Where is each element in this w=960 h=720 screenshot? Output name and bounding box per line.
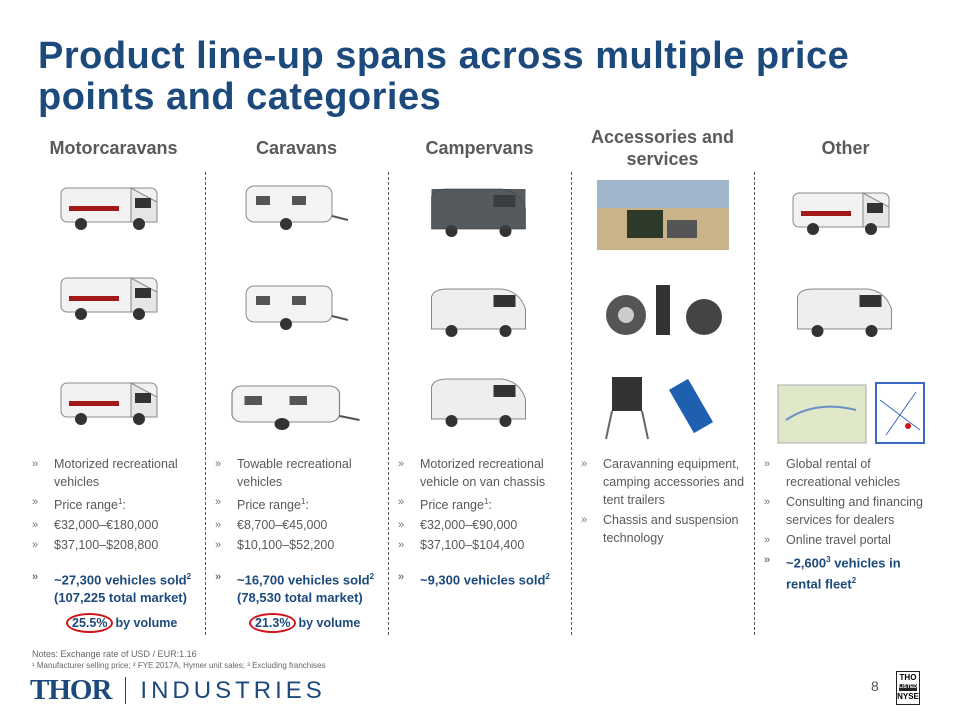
bullet: €32,000–€90,000 bbox=[398, 516, 563, 534]
campervan-image bbox=[430, 378, 526, 428]
page-number: 8 bbox=[871, 678, 879, 694]
column-divider bbox=[571, 172, 572, 635]
campervan-image bbox=[430, 188, 526, 238]
bullet: Caravanning equipment, camping accessori… bbox=[581, 455, 746, 509]
campervan-image bbox=[430, 288, 526, 338]
bullet: $37,100–$104,400 bbox=[398, 536, 563, 554]
column-caravans: Caravans Towable recreational vehicles P… bbox=[205, 120, 388, 635]
column-divider bbox=[388, 172, 389, 635]
bullet: $37,100–$208,800 bbox=[32, 536, 197, 554]
rental-motorhome-image bbox=[792, 192, 889, 236]
bullet: €32,000–€180,000 bbox=[32, 516, 197, 534]
bullet: Price range1: bbox=[215, 493, 380, 514]
column-header: Motorcaravans bbox=[49, 137, 178, 158]
bullet: Price range1: bbox=[398, 493, 563, 514]
bullet: Consulting and financing services for de… bbox=[764, 493, 929, 529]
bullet: €8,700–€45,000 bbox=[215, 516, 380, 534]
rental-van-image bbox=[796, 288, 892, 338]
share-circle: 21.3% bbox=[249, 613, 297, 634]
travel-portal-map-image bbox=[777, 382, 925, 444]
exchange-rate-note: Notes: Exchange rate of USD / EUR:1.16 bbox=[32, 649, 197, 659]
slide-title: Product line-up spans across multiple pr… bbox=[38, 35, 850, 118]
column-header: Other bbox=[821, 137, 870, 158]
motorhome-image bbox=[60, 187, 157, 231]
column-divider bbox=[754, 172, 755, 635]
highlight-bullet: ~16,700 vehicles sold2(78,530 total mark… bbox=[215, 568, 380, 607]
bullet: Chassis and suspension technology bbox=[581, 511, 746, 547]
camping-chair-image bbox=[604, 377, 713, 440]
highlight-bullet: ~9,300 vehicles sold2 bbox=[398, 568, 563, 589]
column-divider bbox=[205, 172, 206, 635]
column-other: Other Global rental of recreational vehi… bbox=[754, 120, 937, 635]
column-motorcaravans: Motorcaravans Motorized recreational veh… bbox=[22, 120, 205, 635]
footnote-definitions: ¹ Manufacturer selling price; ² FYE 2017… bbox=[32, 661, 326, 670]
market-share: 21.3%by volume bbox=[249, 613, 388, 634]
bullet: $10,100–$52,200 bbox=[215, 536, 380, 554]
bullet: Price range1: bbox=[32, 493, 197, 514]
share-circle: 25.5% bbox=[66, 613, 114, 634]
highlight-bullet: ~27,300 vehicles sold2(107,225 total mar… bbox=[32, 568, 197, 607]
bullet: Online travel portal bbox=[764, 531, 929, 549]
bullet: Global rental of recreational vehicles bbox=[764, 455, 929, 491]
bullet: Towable recreational vehicles bbox=[215, 455, 380, 491]
highlight-bullet: ~2,6003 vehicles in rental fleet2 bbox=[764, 551, 929, 594]
caravan-image bbox=[244, 185, 349, 231]
column-header: Accessories and services bbox=[590, 126, 735, 169]
tent-trailer-image bbox=[596, 180, 729, 250]
column-accessories: Accessories and services Caravanning equ… bbox=[571, 120, 754, 635]
footnotes: Notes: Exchange rate of USD / EUR:1.16 ¹… bbox=[32, 648, 325, 672]
column-header: Campervans bbox=[425, 137, 534, 158]
caravan-image bbox=[230, 384, 361, 432]
column-campervans: Campervans Motorized recreational vehicl… bbox=[388, 120, 571, 635]
column-header: Caravans bbox=[255, 137, 338, 158]
motorhome-alcove-image bbox=[60, 277, 157, 321]
chassis-parts-image bbox=[605, 285, 722, 335]
market-share: 25.5%by volume bbox=[66, 613, 205, 634]
bullet: Motorized recreational vehicle on van ch… bbox=[398, 455, 563, 491]
bullet: Motorized recreational vehicles bbox=[32, 455, 197, 491]
caravan-image bbox=[244, 285, 349, 331]
integrated-motorhome-image bbox=[60, 382, 157, 426]
